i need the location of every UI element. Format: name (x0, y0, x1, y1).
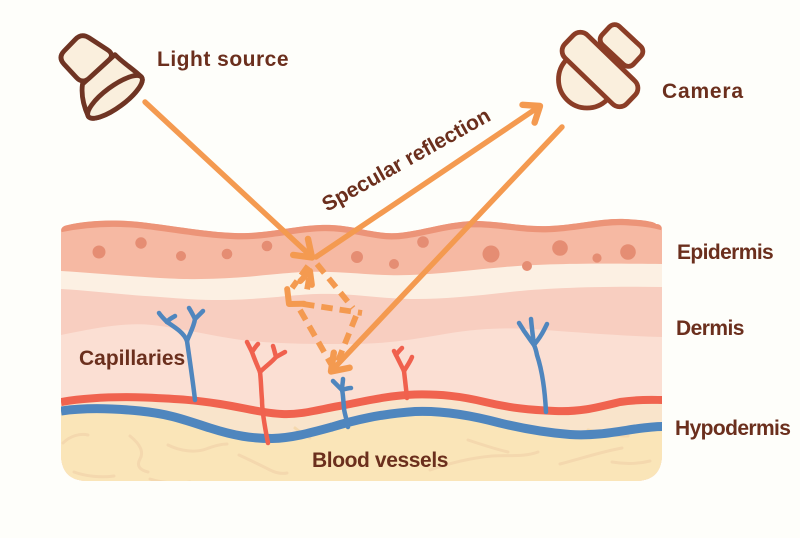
svg-text:Capillaries: Capillaries (79, 347, 185, 370)
svg-text:Dermis: Dermis (676, 317, 744, 340)
svg-text:Blood vessels: Blood vessels (312, 449, 448, 472)
svg-text:Epidermis: Epidermis (677, 241, 773, 264)
svg-text:Light source: Light source (157, 48, 289, 71)
svg-text:Camera: Camera (662, 80, 744, 103)
svg-text:Hypodermis: Hypodermis (675, 417, 790, 440)
